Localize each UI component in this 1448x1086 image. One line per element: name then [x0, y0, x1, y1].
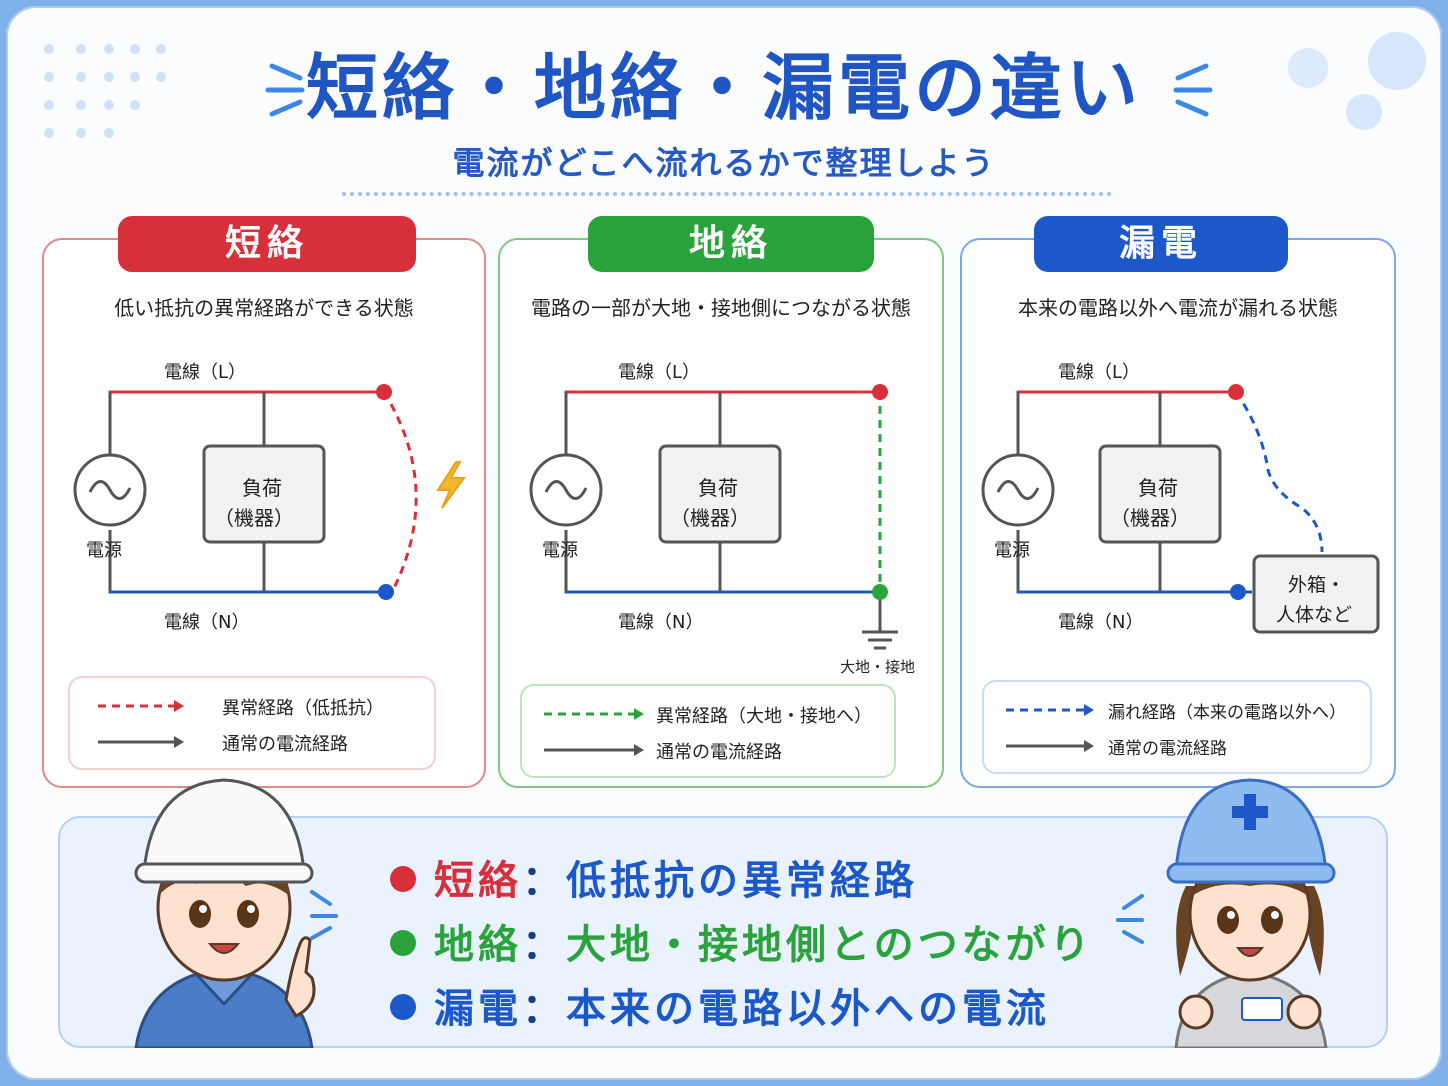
- circuit-wires: [1016, 390, 1324, 594]
- circuit-diagram: [529, 384, 898, 650]
- fault-point: [376, 384, 392, 400]
- bullet-dot: [390, 930, 416, 956]
- wire-n-label: 電線（N）: [1058, 612, 1144, 633]
- wire-l-label: 電線（L）: [164, 362, 247, 383]
- legend-abnormal-label: 異常経路（低抵抗）: [222, 698, 384, 719]
- summary-text: 本来の電路以外への電流: [566, 986, 1050, 1032]
- summary-separator: ：: [522, 986, 566, 1032]
- summary-text: 大地・接地側とのつながり: [566, 922, 1094, 968]
- legend: 異常経路（大地・接地へ） 通常の電流経路: [520, 684, 896, 778]
- page-subtitle: 電流がどこへ流れるかで整理しよう: [452, 144, 996, 182]
- legend-normal-label: 通常の電流経路: [222, 734, 348, 755]
- circuit-diagram: [73, 384, 466, 600]
- enclosure-label: 外箱・: [1288, 574, 1346, 596]
- sparkle-icon: [1116, 894, 1144, 944]
- fault-point: [1230, 584, 1246, 600]
- divider: [342, 192, 1112, 196]
- legend-swatches: [544, 708, 644, 756]
- title-sparkle-left-icon: [265, 63, 305, 117]
- decorative-bubble: [1346, 94, 1382, 130]
- summary-row-short: 短絡：低抵抗の異常経路: [390, 848, 918, 906]
- load-label: 負荷: [1138, 476, 1178, 500]
- load-sub-label: （機器）: [670, 506, 750, 530]
- panel-description: 電路の一部が大地・接地側につながる状態: [531, 296, 911, 320]
- circuit-wires: [564, 390, 882, 632]
- bullet-dot: [390, 994, 416, 1020]
- load-label: 負荷: [698, 476, 738, 500]
- legend-normal-label: 通常の電流経路: [1108, 739, 1227, 759]
- panel-heading: 短絡: [118, 216, 416, 272]
- legend-normal-label: 通常の電流経路: [656, 742, 782, 763]
- source-label: 電源: [542, 540, 578, 561]
- lightning-icon: [436, 461, 466, 509]
- fault-point: [872, 584, 888, 600]
- summary-separator: ：: [522, 922, 566, 968]
- summary-text: 低抵抗の異常経路: [566, 858, 918, 904]
- legend-abnormal-label: 異常経路（大地・接地へ）: [656, 706, 872, 727]
- decorative-dots: [44, 44, 184, 144]
- bullet-dot: [390, 866, 416, 892]
- wire-n-label: 電線（N）: [618, 612, 704, 633]
- source-label: 電源: [994, 540, 1030, 561]
- panel-heading: 地絡: [588, 216, 874, 272]
- legend-swatches: [98, 700, 184, 748]
- load-box: [658, 444, 782, 544]
- summary-term: 地絡: [434, 922, 522, 968]
- wire-l-label: 電線（L）: [1058, 362, 1141, 383]
- panel-ground-fault: 地絡 電路の一部が大地・接地側につながる状態: [498, 216, 944, 788]
- title-sparkle-right-icon: [1173, 63, 1213, 117]
- decorative-bubble: [1368, 32, 1426, 90]
- fault-point: [1228, 384, 1244, 400]
- load-sub-label: （機器）: [1110, 506, 1190, 530]
- ac-source-icon: [73, 453, 147, 527]
- summary-term: 短絡: [434, 858, 522, 904]
- fault-point: [872, 384, 888, 400]
- ac-source-icon: [529, 453, 603, 527]
- load-box: [1098, 444, 1222, 544]
- load-label: 負荷: [242, 476, 282, 500]
- summary-separator: ：: [522, 858, 566, 904]
- fault-point: [378, 584, 394, 600]
- summary-row-ground: 地絡：大地・接地側とのつながり: [390, 912, 1094, 970]
- load-box: [202, 444, 326, 544]
- page-title: 短絡・地絡・漏電の違い: [305, 46, 1142, 130]
- summary-term: 漏電: [434, 986, 522, 1032]
- worker-girl-icon: [1166, 778, 1336, 1048]
- source-label: 電源: [86, 540, 122, 561]
- ac-source-icon: [981, 453, 1055, 527]
- wire-l-label: 電線（L）: [618, 362, 701, 383]
- enclosure-sub-label: 人体など: [1276, 604, 1353, 626]
- load-sub-label: （機器）: [214, 506, 294, 530]
- worker-boy-icon: [134, 778, 316, 1048]
- circuit-diagram: [981, 384, 1380, 634]
- decorative-bubble: [1288, 48, 1328, 88]
- ground-icon: [862, 630, 898, 650]
- legend-abnormal-label: 漏れ経路（本来の電路以外へ）: [1108, 703, 1346, 723]
- summary-row-leak: 漏電：本来の電路以外への電流: [390, 976, 1050, 1034]
- circuit-wires: [108, 390, 418, 594]
- wire-n-label: 電線（N）: [164, 612, 250, 633]
- panel-description: 本来の電路以外へ電流が漏れる状態: [1018, 296, 1338, 320]
- panel-short-circuit: 短絡 低い抵抗の異常経路ができる状態 電線（L） 電線（N） 電源: [42, 216, 486, 788]
- panel-leakage: 漏電 本来の電路以外へ電流が漏れる状態 電線（L） 電線（N） 電源: [960, 216, 1396, 788]
- ground-label: 大地・接地: [840, 658, 916, 676]
- enclosure-box: [1252, 554, 1380, 634]
- infographic-frame: 短絡・地絡・漏電の違い 電流がどこへ流れるかで整理しよう 短絡 低い抵抗の異常経…: [6, 6, 1442, 1080]
- legend: 異常経路（低抵抗） 通常の電流経路: [68, 676, 436, 770]
- sparkle-icon: [310, 890, 338, 940]
- legend: 漏れ経路（本来の電路以外へ） 通常の電流経路: [982, 680, 1372, 774]
- legend-swatches: [1006, 704, 1094, 752]
- panel-heading: 漏電: [1034, 216, 1288, 272]
- panel-description: 低い抵抗の異常経路ができる状態: [114, 296, 414, 320]
